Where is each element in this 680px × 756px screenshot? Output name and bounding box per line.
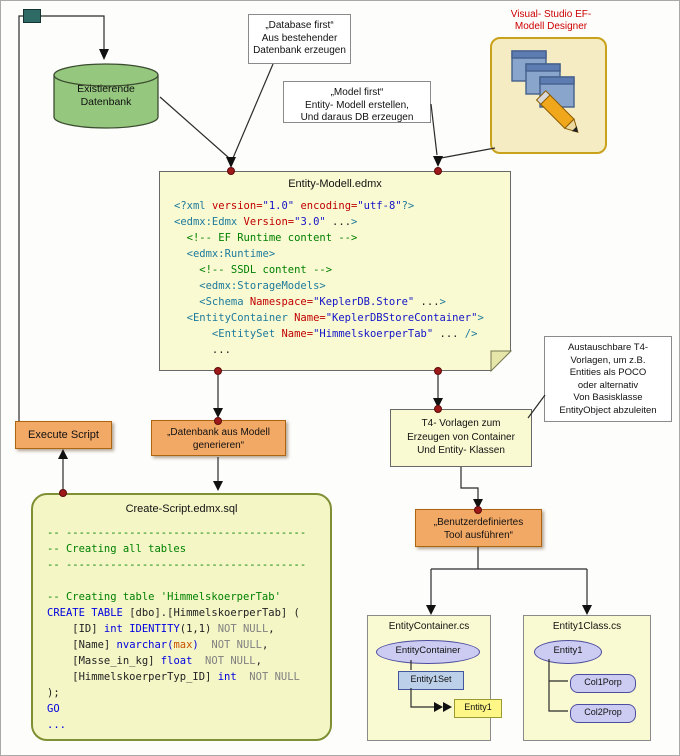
edmx-code: <?xml version="1.0" encoding="utf-8"?><e…	[174, 200, 484, 356]
arrowhead-icon	[99, 49, 109, 60]
connector-line	[232, 63, 274, 159]
connector-line	[430, 103, 438, 156]
arrowhead-icon	[213, 408, 223, 418]
arrowhead-icon	[213, 481, 223, 491]
pencil-icon	[535, 90, 579, 133]
note-t4-templates: Austauschbare T4- Vorlagen, um z.B. Enti…	[544, 336, 672, 422]
execute-script-node: Execute Script	[15, 421, 112, 449]
edmx-node: Entity-Modell.edmx <?xml version="1.0" e…	[159, 171, 511, 371]
entity-container-cs-title: EntityContainer.cs	[388, 621, 470, 632]
entity1-ellipse: Entity1	[534, 640, 602, 664]
entity-container-cs-node: EntityContainer.cs EntityContainer Entit…	[367, 615, 502, 741]
t4-node: T4- Vorlagen zum Erzeugen von Container …	[390, 409, 532, 467]
col2prop-pill: Col2Prop	[570, 704, 636, 723]
arrowhead-icon	[226, 157, 236, 168]
col1porp-pill: Col1Porp	[570, 674, 636, 693]
run-custom-tool-node: „Benutzerdefiniertes Tool ausführen“	[415, 509, 542, 547]
connector-line	[440, 147, 496, 159]
note-database-first: „Database first“ Aus bestehender Datenba…	[248, 14, 351, 64]
vs-designer-node	[490, 37, 607, 154]
arrowhead-icon	[58, 449, 68, 459]
connector-line	[460, 467, 479, 502]
designer-windows-pencil-icon	[511, 50, 579, 133]
entity1-class-cs-node: Entity1Class.cs Entity1 Col1Porp Col2Pro…	[523, 615, 651, 741]
arrowhead-icon	[433, 156, 443, 167]
connector-line	[159, 96, 230, 159]
note-model-first: „Model first“ Entity- Modell erstellen, …	[283, 81, 431, 123]
arrowhead-icon	[582, 605, 592, 615]
arrowhead-icon	[426, 605, 436, 615]
entity1-tag: Entity1	[454, 699, 502, 718]
start-node	[23, 9, 41, 23]
designer-caption: Visual- Studio EF- Modell Designer	[510, 9, 592, 32]
create-script-title: Create-Script.edmx.sql	[125, 503, 238, 515]
database-label: Existierende Datenbank	[77, 83, 135, 108]
arrowhead-icon	[433, 398, 443, 408]
create-script-node: Create-Script.edmx.sql -- --------------…	[31, 493, 332, 741]
generate-db-node: „Datenbank aus Modell generieren“	[151, 420, 286, 456]
arrowhead-icon	[473, 499, 483, 509]
edmx-title: Entity-Modell.edmx	[288, 178, 382, 190]
entity-container-ellipse: EntityContainer	[376, 640, 480, 664]
entity1-class-cs-title: Entity1Class.cs	[552, 621, 622, 632]
database-node: Existierende Datenbank	[53, 63, 159, 129]
sql-code: -- -------------------------------------…	[47, 527, 307, 731]
entity1set-box: Entity1Set	[398, 671, 464, 690]
